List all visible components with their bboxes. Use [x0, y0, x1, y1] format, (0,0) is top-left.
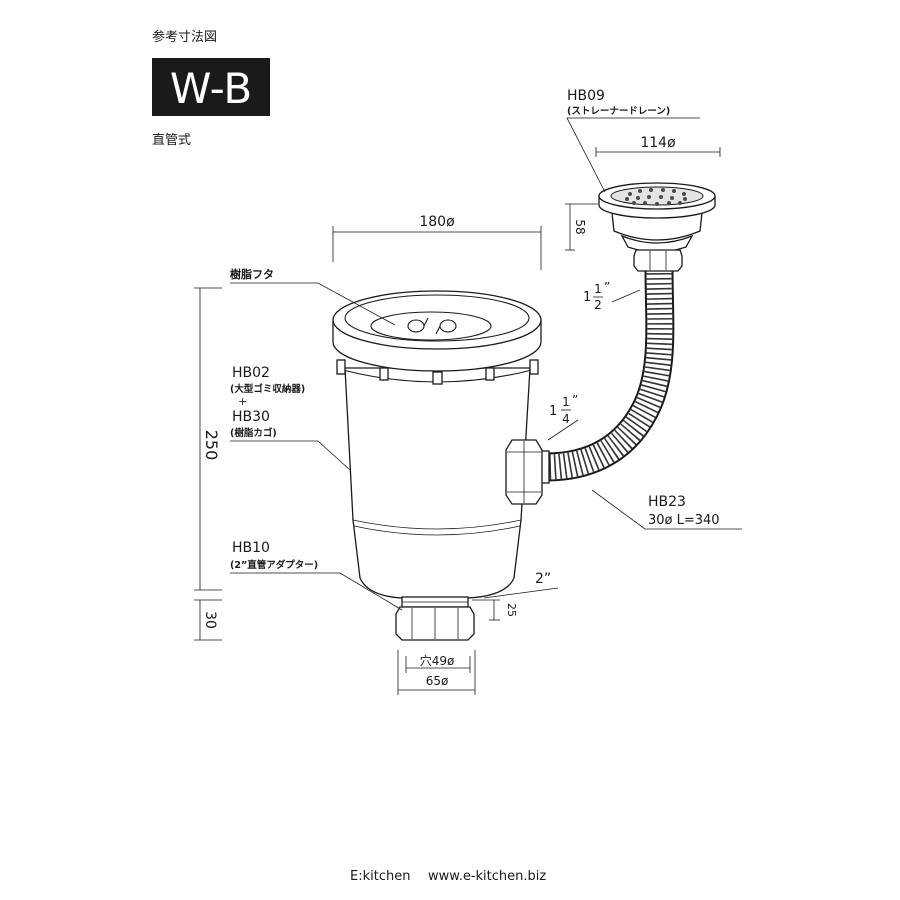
trap-tab: [379, 367, 389, 381]
hose-spec: 30ø L=340: [648, 513, 720, 528]
leader-thread-size: [483, 587, 559, 599]
strainer-code: HB09: [567, 88, 605, 104]
trap-tabs: [336, 359, 539, 385]
adapter-name: (2”直管アダプター): [230, 559, 318, 571]
strainer-height: 58: [573, 219, 587, 234]
strainer-nut: [633, 249, 683, 272]
flexible-hose: [545, 267, 675, 482]
strainer-hole: [647, 195, 651, 199]
adapter-hole-diameter: 穴49ø: [420, 653, 455, 668]
labels: HB09 (ストレーナードレーン) 114ø 58 1 1 2 ” 180ø 樹…: [202, 88, 720, 688]
straight-pipe-adapter: [395, 596, 475, 641]
trap-tab: [432, 371, 443, 385]
strainer-hole: [683, 197, 687, 201]
lid-inner-ring: [344, 294, 530, 342]
body-name-2: (樹脂カゴ): [230, 427, 277, 439]
model-code: W-B: [170, 64, 252, 113]
outlet-size-whole: 1: [549, 404, 557, 419]
strainer-hole: [659, 195, 663, 199]
strainer-name: (ストレーナードレーン): [567, 106, 670, 117]
leader-outlet-size: [547, 419, 579, 441]
trap-seam-upper: [352, 519, 522, 530]
leader-lid: [230, 282, 396, 326]
body-height: 250: [202, 430, 221, 461]
outlet-size-denominator: 4: [562, 412, 570, 426]
trap-container: [344, 367, 531, 599]
strainer-hole: [638, 189, 642, 193]
adapter-height: 30: [202, 611, 218, 629]
dimension-lines: [194, 147, 721, 695]
strainer-holes: [625, 188, 687, 206]
lid-grip-right: [435, 319, 457, 335]
trap-body: [332, 290, 550, 599]
adapter-outer-diameter: 65ø: [426, 674, 449, 688]
strainer-hole: [670, 196, 674, 200]
inlet-size-whole: 1: [583, 290, 591, 305]
adapter-thread-height: 25: [505, 603, 518, 617]
lid-grip-left: [407, 317, 429, 333]
strainer-hole: [661, 188, 665, 192]
hose-code: HB23: [648, 494, 686, 510]
outlet-size-unit: ”: [572, 393, 578, 407]
outlet-size-numerator: 1: [562, 395, 570, 409]
trap-tab: [529, 359, 539, 375]
footer-brand: E:kitchen: [350, 869, 410, 884]
inlet-size-denominator: 2: [594, 298, 602, 312]
adapter-thread-size: 2”: [535, 571, 551, 587]
strainer-diameter: 114ø: [640, 135, 676, 151]
header: 参考寸法図 W-B 直管式: [152, 29, 270, 148]
strainer-hole: [678, 201, 682, 205]
inlet-size-numerator: 1: [594, 282, 602, 296]
lid-diameter: 180ø: [419, 214, 455, 230]
strainer-hole: [632, 201, 636, 205]
strainer-hole: [655, 202, 659, 206]
strainer-hole: [643, 201, 647, 205]
body-code-2: HB30: [232, 409, 270, 425]
model-badge: [152, 58, 270, 116]
hose-corrugation: [545, 267, 673, 480]
leader-hose: [591, 489, 742, 530]
lid-name: 樹脂フタ: [230, 267, 274, 281]
trap-tab: [336, 359, 346, 375]
lid-handle: [370, 311, 492, 341]
strainer-hole: [625, 197, 629, 201]
footer: E:kitchen www.e-kitchen.biz: [350, 869, 546, 884]
body-joiner: +: [238, 395, 247, 408]
strainer-hole: [649, 188, 653, 192]
strainer-hole: [682, 192, 686, 196]
trap-seam-lower: [353, 525, 521, 536]
leader-inlet-size: [611, 289, 641, 303]
strainer-hole: [628, 192, 632, 196]
leader-body: [230, 440, 351, 471]
footer-url: www.e-kitchen.biz: [428, 869, 546, 884]
strainer-hole: [636, 196, 640, 200]
drawing-caption: 参考寸法図: [152, 29, 217, 45]
trap-tab: [485, 367, 495, 381]
leader-lines: [230, 117, 742, 611]
installation-type: 直管式: [152, 133, 191, 148]
leader-adapter: [230, 572, 403, 611]
body-code-1: HB02: [232, 365, 270, 381]
strainer-hole: [667, 201, 671, 205]
adapter-code: HB10: [232, 540, 270, 556]
strainer-hole: [672, 189, 676, 193]
strainer-drain: [598, 182, 716, 272]
body-name-1: (大型ゴミ収納器): [230, 383, 305, 395]
strainer-body: [611, 212, 703, 241]
inlet-size-unit: ”: [604, 280, 610, 294]
leader-strainer: [566, 117, 700, 193]
